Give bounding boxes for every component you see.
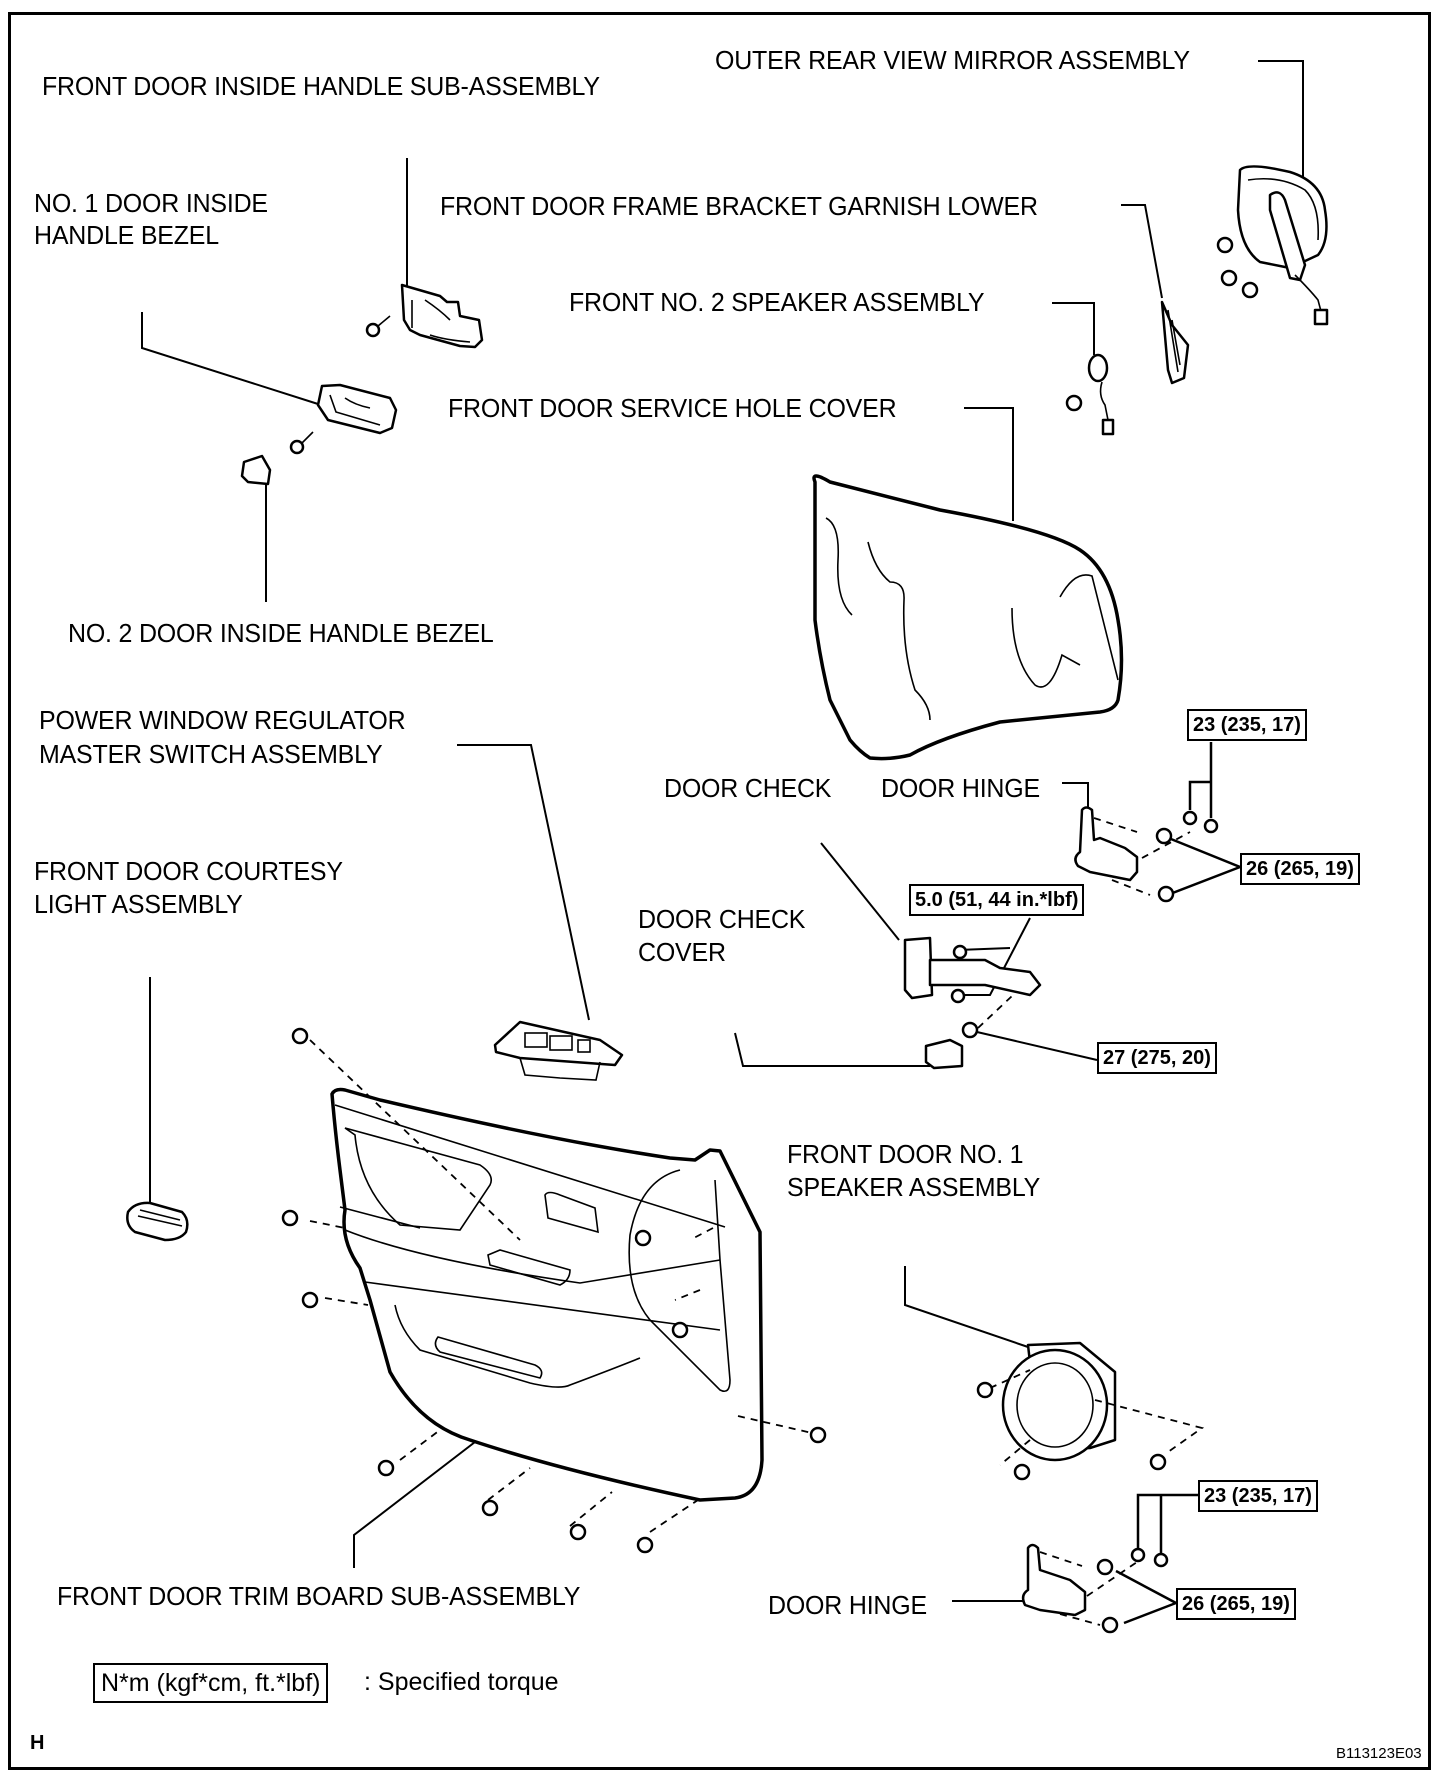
door-check-cover-part xyxy=(924,1038,964,1070)
label-trim-board: FRONT DOOR TRIM BOARD SUB-ASSEMBLY xyxy=(57,1581,581,1611)
leader-garnish xyxy=(1121,204,1163,299)
label-outer-mirror: OUTER REAR VIEW MIRROR ASSEMBLY xyxy=(715,45,1190,75)
label-service-hole-cover: FRONT DOOR SERVICE HOLE COVER xyxy=(448,393,897,423)
label-no1-speaker-line2: SPEAKER ASSEMBLY xyxy=(787,1172,1041,1202)
service-hole-cover-part xyxy=(812,474,1124,761)
corner-letter: H xyxy=(30,1732,45,1754)
label-no2-speaker: FRONT NO. 2 SPEAKER ASSEMBLY xyxy=(569,287,985,317)
torque-door-check-27: 27 (275, 20) xyxy=(1097,1042,1217,1074)
leader-torque-upper-23 xyxy=(1188,742,1213,818)
label-inside-handle-sub-assembly: FRONT DOOR INSIDE HANDLE SUB-ASSEMBLY xyxy=(42,71,600,101)
leader-door-hinge-upper xyxy=(1062,782,1089,810)
leader-trim-board xyxy=(353,1441,476,1568)
torque-upper-hinge-23: 23 (235, 17) xyxy=(1187,709,1307,741)
no2-speaker-part xyxy=(1065,353,1115,436)
no1-bezel-part xyxy=(289,383,398,455)
trim-board-part xyxy=(281,1027,827,1554)
label-door-check-cover-line2: COVER xyxy=(638,937,726,967)
no1-speaker-part xyxy=(976,1341,1205,1481)
label-no1-bezel-line2: HANDLE BEZEL xyxy=(34,220,219,250)
label-door-check: DOOR CHECK xyxy=(664,773,832,803)
torque-lower-hinge-26: 26 (265, 19) xyxy=(1176,1588,1296,1620)
door-check-part xyxy=(903,936,1042,1039)
label-door-check-cover-line1: DOOR CHECK xyxy=(638,904,806,934)
label-frame-bracket-garnish: FRONT DOOR FRAME BRACKET GARNISH LOWER xyxy=(440,191,1038,221)
label-door-hinge-lower: DOOR HINGE xyxy=(768,1590,927,1620)
leader-torque-upper-26 xyxy=(1165,835,1244,896)
torque-lower-hinge-23: 23 (235, 17) xyxy=(1198,1480,1318,1512)
leader-torque-lower-23 xyxy=(1136,1493,1198,1557)
label-courtesy-light-line1: FRONT DOOR COURTESY xyxy=(34,856,343,886)
leader-service-cover xyxy=(964,407,1014,521)
label-no1-bezel-line1: NO. 1 DOOR INSIDE xyxy=(34,188,268,218)
door-hinge-lower-part xyxy=(1021,1543,1169,1634)
leader-torque-27 xyxy=(976,1031,1098,1061)
label-pw-switch-line2: MASTER SWITCH ASSEMBLY xyxy=(39,739,383,769)
outer-mirror-part xyxy=(1216,165,1329,326)
label-no1-speaker-line1: FRONT DOOR NO. 1 xyxy=(787,1139,1024,1169)
leader-no1-bezel xyxy=(141,312,319,405)
no2-bezel-part xyxy=(240,454,272,486)
leader-lines xyxy=(141,60,1304,1625)
door-hinge-upper-part xyxy=(1074,806,1219,903)
label-pw-switch-line1: POWER WINDOW REGULATOR xyxy=(39,705,406,735)
pw-switch-part xyxy=(493,1020,624,1081)
leader-no2-speaker xyxy=(1052,302,1095,355)
torque-door-check-5: 5.0 (51, 44 in.*lbf) xyxy=(909,884,1085,916)
leader-door-check xyxy=(820,842,900,941)
inside-handle-part xyxy=(365,283,484,349)
leader-door-check-cover xyxy=(734,1032,930,1067)
garnish-lower-part xyxy=(1160,300,1190,385)
torque-upper-hinge-26: 26 (265, 19) xyxy=(1240,853,1360,885)
diagram-frame xyxy=(8,12,1431,1770)
label-door-hinge-upper: DOOR HINGE xyxy=(881,773,1040,803)
label-no2-bezel: NO. 2 DOOR INSIDE HANDLE BEZEL xyxy=(68,618,494,648)
leader-no1-speaker xyxy=(904,1266,1029,1348)
label-courtesy-light-line2: LIGHT ASSEMBLY xyxy=(34,889,243,919)
leader-torque-lower-26 xyxy=(1115,1569,1180,1625)
figure-code: B113123E03 xyxy=(1336,1745,1422,1762)
legend-description: : Specified torque xyxy=(364,1668,559,1696)
courtesy-light-part xyxy=(126,1201,189,1242)
legend-unit-box: N*m (kgf*cm, ft.*lbf) xyxy=(93,1663,329,1703)
leader-pw-switch xyxy=(457,744,590,1021)
leader-outer-mirror xyxy=(1258,60,1304,178)
